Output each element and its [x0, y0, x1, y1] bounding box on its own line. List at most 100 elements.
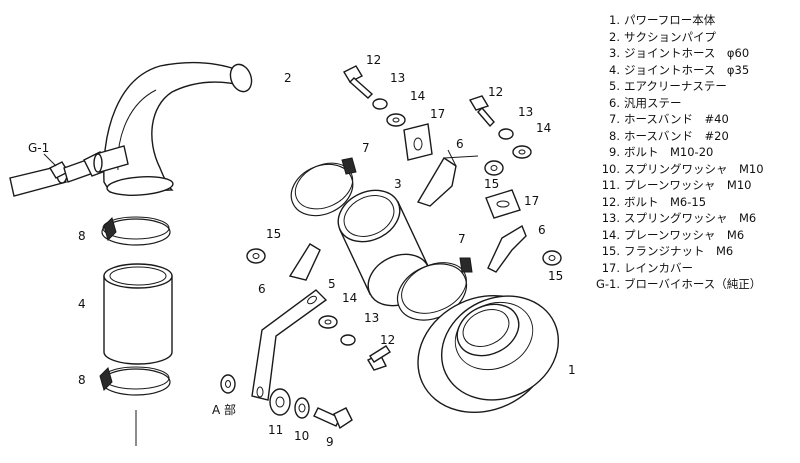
legend-item-name: ボルト M6-15	[624, 194, 707, 209]
callout-6-b: 6	[538, 223, 546, 237]
legend-item-number: 1.	[609, 13, 620, 27]
legend-item-name: ジョイントホース φ60	[624, 46, 750, 60]
callout-13-b: 13	[518, 105, 533, 119]
legend-item-number: 7.	[609, 112, 620, 126]
legend-item: 5. エアクリーナステー	[584, 78, 796, 95]
plain-washer-m10	[269, 388, 291, 416]
legend-item-name: プレーンワッシャ M6	[624, 227, 745, 242]
legend-item: 13. スプリングワッシャ M6	[584, 210, 796, 227]
plain-washer-m6-b	[512, 145, 532, 159]
legend-item: 3. ジョイントホース φ60	[584, 45, 796, 62]
callout-15-c: 15	[266, 227, 281, 241]
legend-item-name: エアクリーナステー	[624, 79, 727, 93]
callout-17-a: 17	[430, 107, 445, 121]
legend-item-number: 5.	[609, 79, 620, 93]
legend-item-name: ジョイントホース φ35	[624, 62, 750, 77]
legend-item-number: G-1.	[595, 277, 620, 291]
spring-washer-m10	[294, 397, 310, 419]
callout-6-a: 6	[456, 137, 464, 151]
legend-item: 11. プレーンワッシャ M10	[584, 177, 796, 194]
legend-item: 10.スプリングワッシャ M10	[584, 161, 796, 178]
flange-nut-a	[484, 160, 504, 176]
general-stay-b	[487, 224, 527, 273]
legend-item-number: 12.	[601, 194, 620, 209]
legend-item: 2.サクションパイプ	[584, 29, 796, 46]
legend-item-name: プレーンワッシャ M10	[624, 178, 752, 192]
callout-12-a: 12	[366, 53, 381, 67]
legend-item-number: 4.	[609, 62, 620, 77]
legend-item: 4. ジョイントホース φ35	[584, 62, 796, 79]
legend-item-name: スプリングワッシャ M6	[624, 211, 757, 225]
bolt-m6-bottom	[367, 345, 391, 371]
legend-item-number: 6.	[609, 95, 620, 110]
legend-item: G-1. ブローバイホース（純正）	[584, 276, 796, 293]
legend-item: 6. 汎用ステー	[584, 95, 796, 112]
legend-item-number: 13.	[601, 211, 620, 225]
rain-cover-a	[403, 123, 433, 161]
hose-band-40-upper	[290, 157, 357, 217]
bolt-m10	[313, 407, 353, 430]
legend-item-number: 15.	[601, 244, 620, 258]
callout-14-a: 14	[410, 89, 425, 103]
spring-washer-m6-c	[340, 334, 356, 346]
callout-3: 3	[394, 177, 402, 191]
callout-4: 4	[78, 297, 86, 311]
callout-12-b: 12	[488, 85, 503, 99]
legend-item-number: 8.	[609, 128, 620, 143]
legend-item-name: パワーフロー本体	[624, 13, 716, 27]
legend-item-name: ブローバイホース（純正）	[624, 277, 762, 291]
legend-item-name: フランジナット M6	[624, 244, 734, 258]
legend-item-number: 3.	[609, 46, 620, 60]
callout-7-lower: 7	[458, 232, 466, 246]
legend-item-number: 11.	[601, 178, 620, 192]
hose-band-40-lower	[396, 257, 473, 321]
legend-item: 17. レインカバー	[584, 260, 796, 277]
legend-item-number: 10.	[601, 161, 620, 176]
blowby-hose-g1	[9, 151, 109, 197]
general-stay-a	[416, 149, 479, 207]
power-flow-body	[417, 294, 560, 414]
legend-item-name: レインカバー	[624, 260, 693, 275]
plain-washer-m6-c	[318, 315, 338, 329]
joint-hose-35	[103, 263, 173, 365]
callout-5: 5	[328, 277, 336, 291]
legend-item: 12. ボルト M6-15	[584, 194, 796, 211]
callout-6-c: 6	[258, 282, 266, 296]
legend-item: 9.ボルト M10-20	[584, 144, 796, 161]
flange-nut-c	[246, 248, 266, 264]
leader-g1	[43, 153, 57, 167]
legend-item-name: 汎用ステー	[624, 95, 682, 110]
legend-item-number: 14.	[601, 227, 620, 242]
callout-14-c: 14	[342, 291, 357, 305]
plain-washer-m6-a	[386, 113, 406, 127]
legend-item: 8.ホースバンド #20	[584, 128, 796, 145]
callout-11: 11	[268, 423, 283, 437]
callout-13-a: 13	[390, 71, 405, 85]
callout-g1: G-1	[28, 141, 49, 155]
callout-12-c: 12	[380, 333, 395, 347]
legend-item-number: 17.	[601, 260, 620, 275]
spring-washer-m6-a	[372, 98, 388, 110]
callout-9: 9	[326, 435, 334, 449]
legend-item-number: 9.	[609, 145, 620, 159]
callout-7-upper: 7	[362, 141, 370, 155]
callout-8-bottom: 8	[78, 373, 86, 387]
bolt-m6-top-right	[468, 95, 495, 128]
callout-1: 1	[568, 363, 576, 377]
hose-band-20-bottom	[99, 366, 171, 396]
hose-band-20-top	[101, 216, 171, 246]
callout-14-b: 14	[536, 121, 551, 135]
legend-item: 14. プレーンワッシャ M6	[584, 227, 796, 244]
a-part-washer	[220, 374, 236, 394]
legend-item: 15. フランジナット M6	[584, 243, 796, 260]
callout-8-top: 8	[78, 229, 86, 243]
callout-13-c: 13	[364, 311, 379, 325]
air-cleaner-stay	[251, 289, 328, 401]
legend-item: 7. ホースバンド #40	[584, 111, 796, 128]
legend-item-name: ホースバンド #40	[624, 112, 729, 126]
joint-hose-60	[337, 189, 431, 307]
legend-item: 1. パワーフロー本体	[584, 12, 796, 29]
spring-washer-m6-b	[498, 128, 514, 140]
